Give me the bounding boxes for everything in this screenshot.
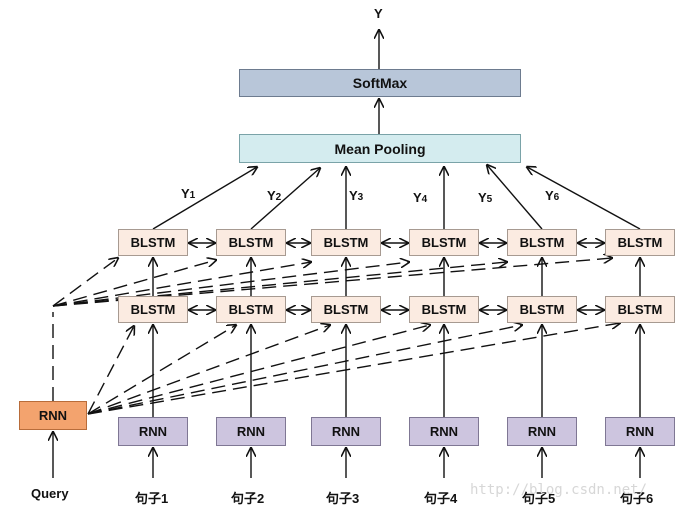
sentence-rnn-6: RNN — [605, 417, 675, 446]
arrow-y5 — [487, 165, 543, 230]
dash-r-lower-5 — [87, 325, 522, 415]
arrow-y1 — [152, 167, 257, 230]
watermark: http://blog.csdn.net/ — [470, 482, 648, 498]
dash-r-lower-4 — [87, 325, 430, 415]
y5-label: Y5 — [478, 190, 493, 205]
mean-pooling-label: Mean Pooling — [334, 140, 426, 157]
softmax-label: SoftMax — [352, 75, 408, 91]
dash-q-upper-2 — [52, 260, 216, 307]
y3-label: Y3 — [349, 188, 364, 203]
blstm-upper-3: BLSTM — [311, 229, 381, 256]
blstm-lower-5: BLSTM — [507, 296, 577, 323]
arrow-y2 — [250, 168, 320, 230]
y2-label: Y2 — [267, 188, 282, 203]
y4-label: Y4 — [413, 190, 428, 205]
sentence-label-1: 句子1 — [135, 491, 169, 506]
blstm-upper-5: BLSTM — [507, 229, 577, 256]
dash-q-upper-1 — [52, 258, 118, 307]
softmax-layer: SoftMax — [239, 69, 521, 97]
sentence-rnn-3: RNN — [311, 417, 381, 446]
sentence-rnn-1: RNN — [118, 417, 188, 446]
y6-label: Y6 — [545, 188, 560, 203]
sentence-label-3: 句子3 — [326, 491, 360, 506]
arrow-y6 — [527, 167, 641, 230]
blstm-upper-6: BLSTM — [605, 229, 675, 256]
blstm-lower-1: BLSTM — [118, 296, 188, 323]
query-rnn: RNN — [19, 401, 87, 430]
sentence-label-4: 句子4 — [424, 491, 458, 506]
query-label: Query — [31, 486, 69, 501]
dash-r-lower-2 — [87, 325, 236, 415]
sentence-rnn-5: RNN — [507, 417, 577, 446]
blstm-lower-4: BLSTM — [409, 296, 479, 323]
dash-r-lower-6 — [87, 323, 620, 415]
dash-r-lower-1 — [87, 326, 134, 415]
dash-q-upper-4 — [52, 262, 409, 307]
dash-q-upper-3 — [52, 262, 311, 307]
dash-r-lower-3 — [87, 325, 330, 415]
sentence-rnn-4: RNN — [409, 417, 479, 446]
mean-pooling-layer: Mean Pooling — [239, 134, 521, 163]
sentence-label-5: 句子5 — [522, 491, 556, 506]
blstm-lower-3: BLSTM — [311, 296, 381, 323]
blstm-lower-2: BLSTM — [216, 296, 286, 323]
sentence-rnn-2: RNN — [216, 417, 286, 446]
blstm-upper-2: BLSTM — [216, 229, 286, 256]
blstm-upper-4: BLSTM — [409, 229, 479, 256]
sentence-label-6: 句子6 — [620, 491, 654, 506]
y1-label: Y1 — [181, 186, 196, 201]
sentence-label-2: 句子2 — [231, 491, 265, 506]
output-y-label: Y — [374, 6, 383, 21]
blstm-lower-6: BLSTM — [605, 296, 675, 323]
blstm-upper-1: BLSTM — [118, 229, 188, 256]
